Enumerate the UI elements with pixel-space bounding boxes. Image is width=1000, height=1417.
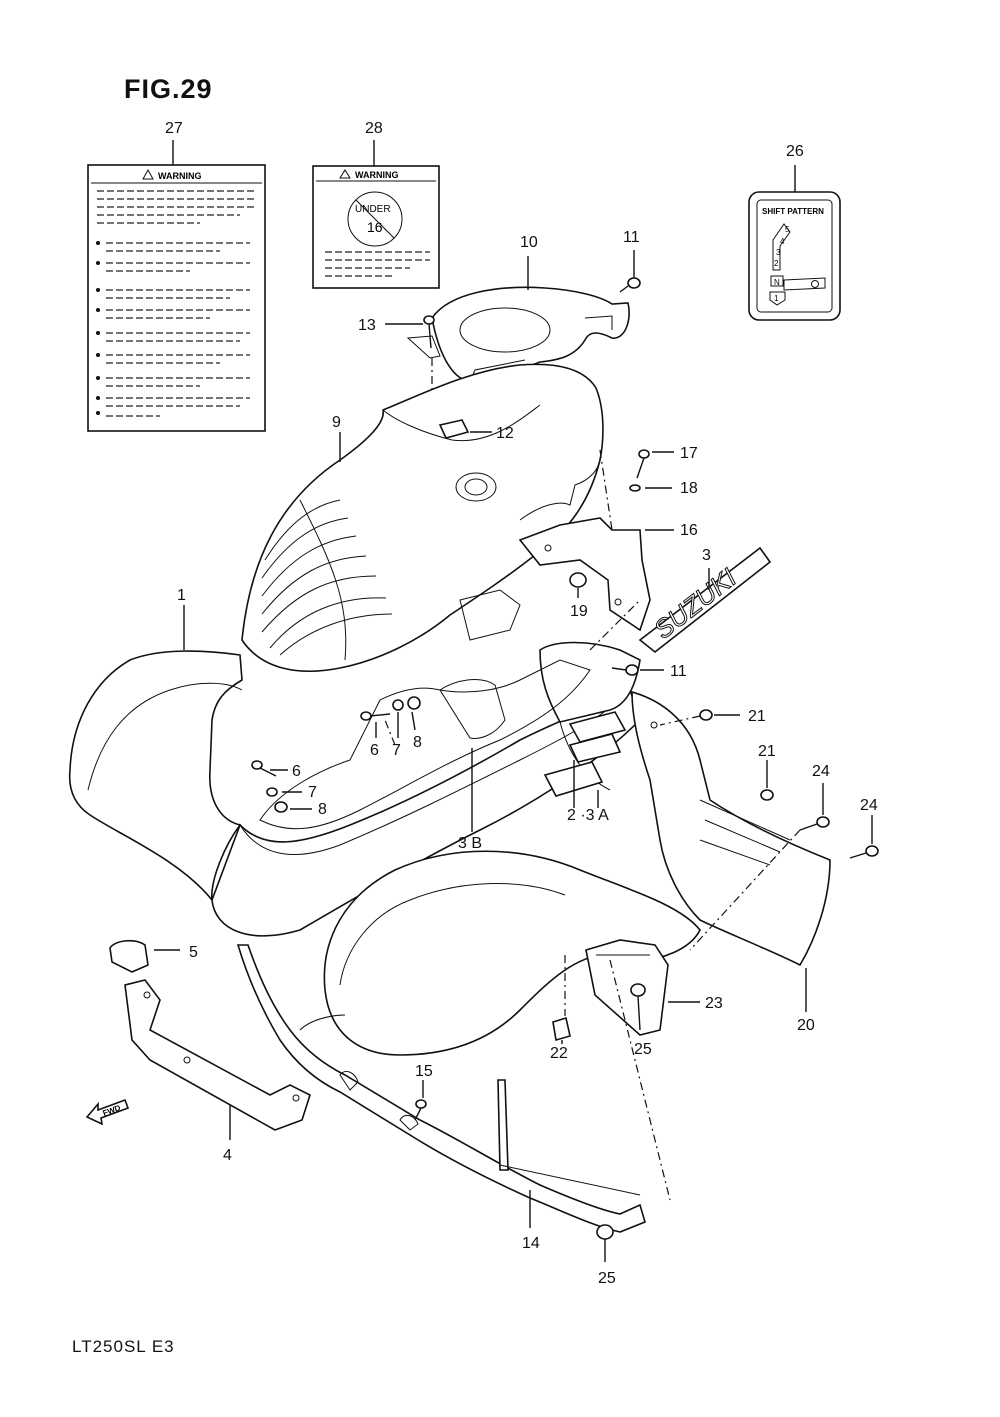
svg-text:3: 3 — [776, 248, 781, 257]
screw-24-b — [849, 845, 879, 859]
suzuki-emblem-text: SUZUKI — [648, 562, 742, 644]
washer-8-upper — [407, 696, 421, 710]
callout-8-upper: 8 — [413, 734, 422, 751]
model-code: LT250SL E3 — [72, 1337, 175, 1356]
callout-3: 3 — [702, 547, 711, 564]
figure-title: FIG.29 — [124, 74, 213, 104]
washer-8-lower — [274, 801, 288, 813]
callout-11-top: 11 — [623, 229, 640, 246]
age-16-text: 16 — [367, 219, 383, 235]
nut-25-upper — [630, 983, 646, 1031]
screw-11-mid — [611, 664, 639, 676]
bolt-6-upper — [360, 711, 391, 721]
callout-24-a: 24 — [812, 763, 830, 780]
screw-21-a — [659, 709, 713, 726]
callout-18: 18 — [680, 480, 698, 497]
callout-8-lower: 8 — [318, 801, 327, 818]
callout-12: 12 — [496, 425, 514, 442]
callout-17: 17 — [680, 445, 698, 462]
bolt-17 — [636, 449, 650, 479]
bracket-4 — [124, 979, 311, 1131]
callout-27: 27 — [165, 120, 183, 137]
screw-15 — [414, 1099, 427, 1121]
bracket-16 — [518, 517, 651, 632]
screw-13 — [423, 315, 435, 349]
screw-11-top — [619, 277, 641, 293]
shift-pattern-label-26: SHIFT PATTERN 5 4 3 2 N 1 — [748, 191, 841, 321]
washer-7-upper — [392, 699, 404, 711]
callout-21-b: 21 — [758, 743, 776, 760]
shift-pattern-header: SHIFT PATTERN — [762, 207, 824, 216]
callout-1: 1 — [177, 587, 186, 604]
callout-6-upper: 6 — [370, 742, 379, 759]
callout-24-b: 24 — [860, 797, 878, 814]
washer-7-lower — [266, 787, 278, 797]
callout-3b: 3 B — [458, 835, 482, 852]
callout-14: 14 — [522, 1235, 540, 1252]
warning-28-header: WARNING — [355, 170, 399, 180]
callout-6-lower: 6 — [292, 763, 301, 780]
front-body-9 — [241, 363, 604, 673]
callout-4: 4 — [223, 1147, 232, 1164]
svg-text:4: 4 — [780, 237, 785, 246]
clip-5 — [109, 939, 149, 973]
callout-28: 28 — [365, 120, 383, 137]
callout-25-lower: 25 — [598, 1270, 616, 1287]
warning-27-header: WARNING — [158, 171, 202, 181]
callout-9: 9 — [332, 414, 341, 431]
callout-19: 19 — [570, 603, 588, 620]
callout-7-upper: 7 — [392, 742, 401, 759]
bolt-6-lower — [251, 760, 277, 777]
callout-26: 26 — [786, 143, 804, 160]
front-fender-1 — [68, 641, 701, 1056]
inner-liner — [259, 589, 591, 830]
callout-7-lower: 7 — [308, 784, 317, 801]
fwd-text: FWD — [102, 1103, 122, 1118]
callout-10: 10 — [520, 234, 538, 251]
callout-16: 16 — [680, 522, 698, 539]
clip-12 — [438, 419, 470, 439]
svg-text:5: 5 — [785, 225, 790, 234]
callout-5: 5 — [189, 944, 198, 961]
screw-24-a — [799, 816, 830, 831]
warning-label-28: WARNING UNDER 16 — [312, 165, 440, 289]
svg-text:1: 1 — [774, 294, 779, 303]
callout-23: 23 — [705, 995, 723, 1012]
grommet-19 — [569, 572, 587, 588]
warning-label-27: WARNING — [87, 164, 266, 432]
callout-13: 13 — [358, 317, 376, 334]
screw-21-b — [760, 789, 774, 801]
nut-25-lower — [596, 1224, 614, 1262]
callout-25-upper: 25 — [634, 1041, 652, 1058]
under-text: UNDER — [355, 204, 391, 215]
fwd-arrow: FWD — [85, 1098, 130, 1126]
side-guard-20 — [631, 690, 831, 967]
callout-15: 15 — [415, 1063, 433, 1080]
callout-21-a: 21 — [748, 708, 766, 725]
callout-22: 22 — [550, 1045, 568, 1062]
mud-flap-23 — [585, 939, 669, 1036]
svg-text:2: 2 — [774, 259, 779, 268]
guard-frame-14 — [236, 944, 646, 1233]
callout-20: 20 — [797, 1017, 815, 1034]
callout-2-3a: 2 ·3 A — [567, 807, 609, 824]
callout-11-mid: 11 — [670, 663, 687, 680]
washer-18 — [629, 484, 641, 492]
svg-text:N: N — [774, 278, 780, 287]
clip-22 — [552, 1016, 571, 1042]
